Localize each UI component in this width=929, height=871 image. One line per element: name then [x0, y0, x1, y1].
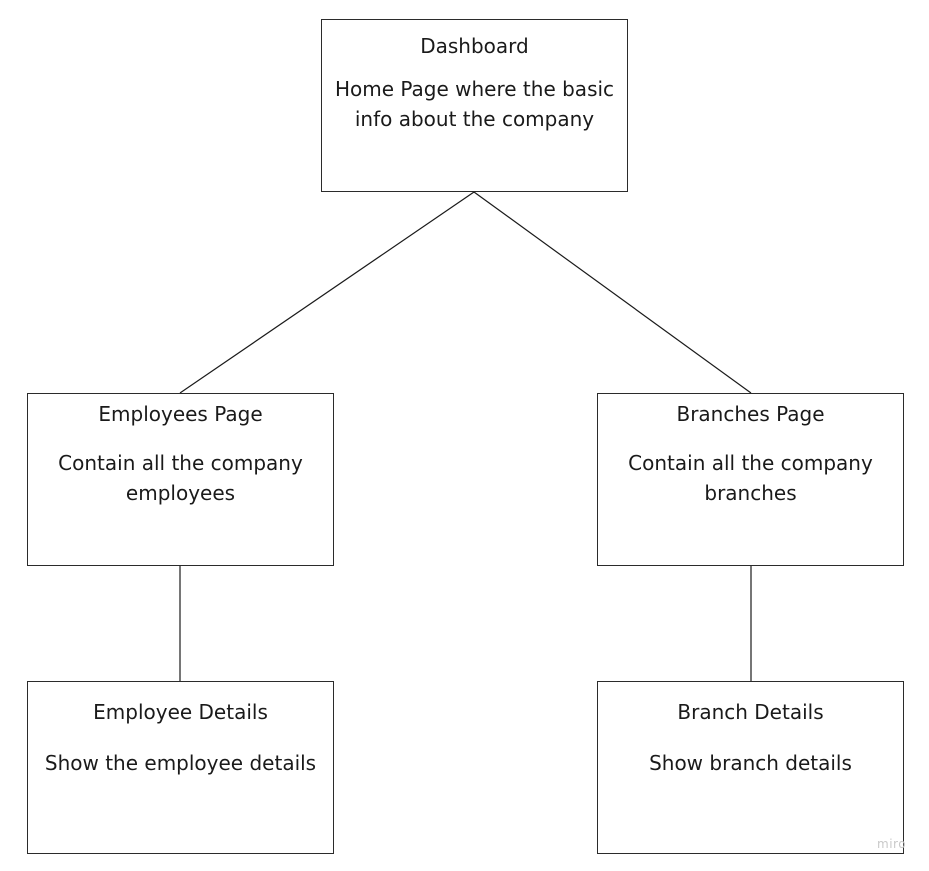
employee-details-node-description: Show the employee details: [44, 751, 317, 775]
branch-details-node-description: Show branch details: [649, 751, 852, 775]
employees-page-node-description: Contain all the company employees: [58, 451, 303, 505]
miro-watermark: miro: [877, 837, 907, 851]
employees-page-node-title: Employees Page: [98, 402, 263, 426]
employee-details-node[interactable]: Employee Details Show the employee detai…: [27, 681, 334, 854]
dashboard-node-description: Home Page where the basic info about the…: [334, 77, 615, 131]
branch-details-node-title: Branch Details: [677, 700, 824, 724]
employee-details-node-title: Employee Details: [93, 700, 268, 724]
edge-dashboard-to-branches: [473, 191, 752, 394]
branches-page-node-description: Contain all the company branches: [628, 451, 873, 505]
branches-page-node[interactable]: Branches Page Contain all the company br…: [597, 393, 904, 566]
dashboard-node-title: Dashboard: [420, 34, 529, 58]
employees-page-node[interactable]: Employees Page Contain all the company e…: [27, 393, 334, 566]
branches-page-node-title: Branches Page: [676, 402, 825, 426]
dashboard-node[interactable]: Dashboard Home Page where the basic info…: [321, 19, 628, 192]
branch-details-node[interactable]: Branch Details Show branch details: [597, 681, 904, 854]
edge-dashboard-to-employees: [179, 191, 475, 394]
